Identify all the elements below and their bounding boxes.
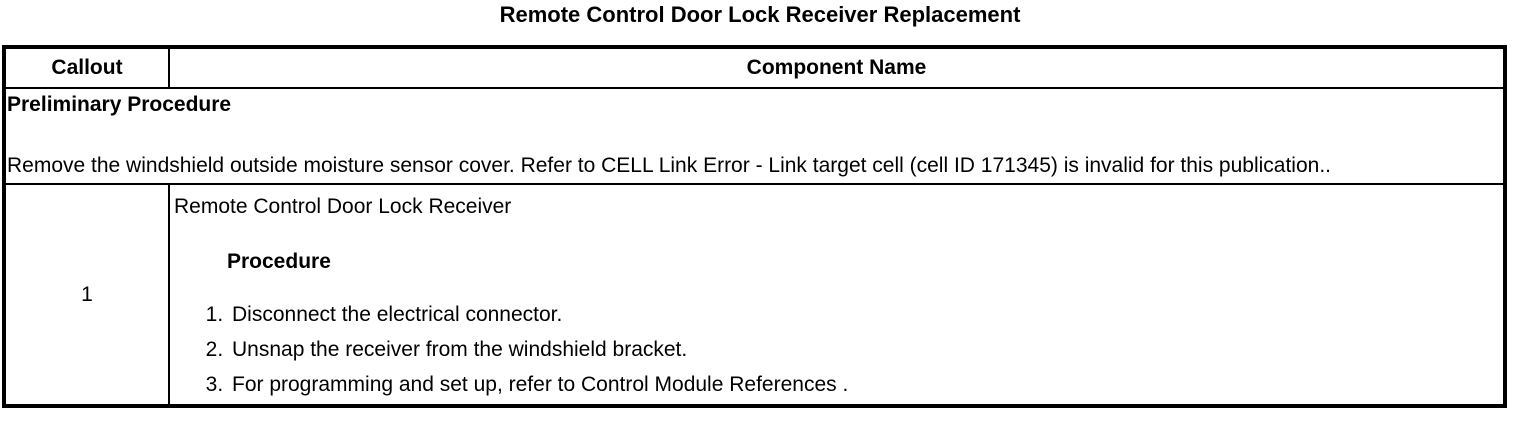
component-name-text: Remote Control Door Lock Receiver xyxy=(174,195,512,218)
preliminary-procedure-heading: Preliminary Procedure xyxy=(7,93,232,116)
table-header-row: Callout Component Name xyxy=(3,46,1506,89)
callout-number: 1 xyxy=(3,183,170,407)
component-table: Callout Component Name Preliminary Proce… xyxy=(2,45,1507,408)
component-cell: Remote Control Door Lock Receiver Proced… xyxy=(168,183,1506,407)
procedure-step: For programming and set up, refer to Con… xyxy=(229,371,1495,398)
column-header-component-name: Component Name xyxy=(168,46,1506,89)
preliminary-procedure-cell: Preliminary Procedure Remove the windshi… xyxy=(3,87,1506,185)
preliminary-procedure-text: Remove the windshield outside moisture s… xyxy=(7,154,1332,177)
table-row: 1 Remote Control Door Lock Receiver Proc… xyxy=(3,183,1506,407)
preliminary-procedure-row: Preliminary Procedure Remove the windshi… xyxy=(3,87,1506,185)
column-header-callout: Callout xyxy=(3,46,170,89)
procedure-step: Disconnect the electrical connector. xyxy=(229,301,1495,328)
procedure-heading: Procedure xyxy=(227,250,331,273)
procedure-step: Unsnap the receiver from the windshield … xyxy=(229,336,1495,363)
page-title: Remote Control Door Lock Receiver Replac… xyxy=(499,2,1021,27)
procedure-steps-list: Disconnect the electrical connector. Uns… xyxy=(174,301,1495,398)
